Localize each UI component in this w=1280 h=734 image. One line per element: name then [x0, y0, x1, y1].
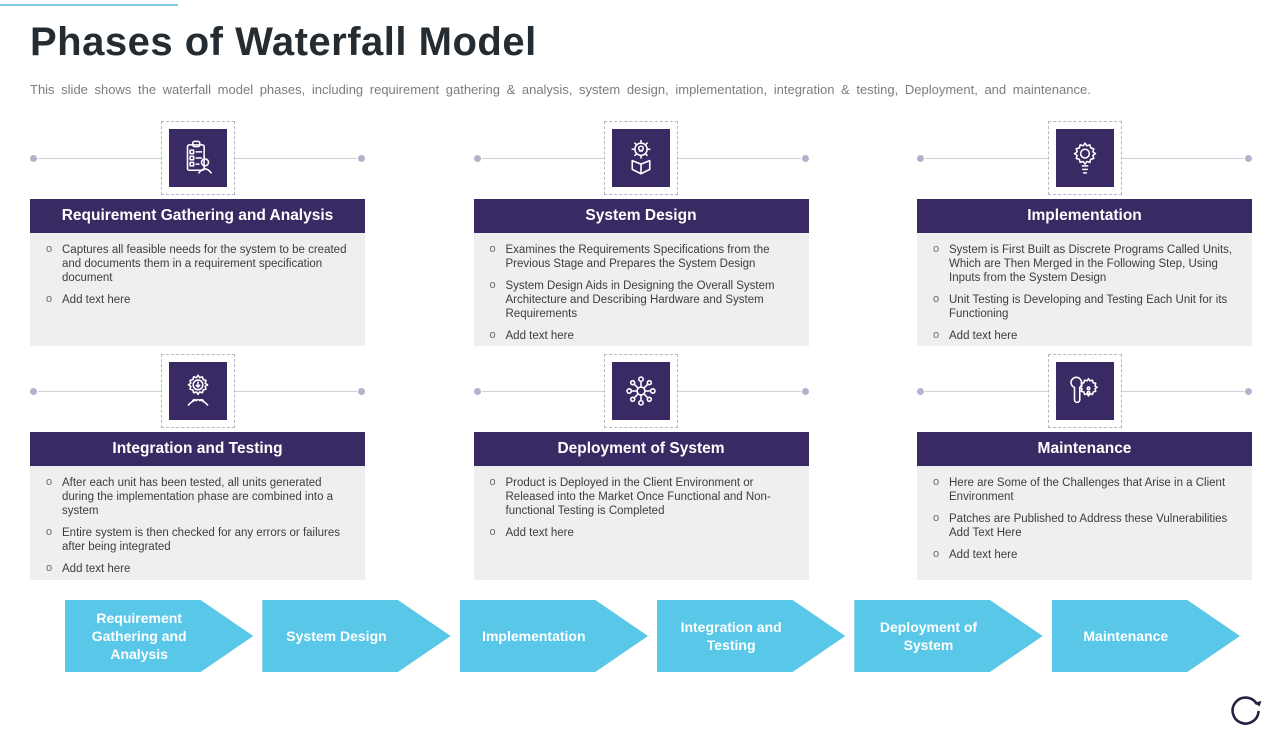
network-hub-icon: [626, 376, 656, 406]
phase-bullet-list: Captures all feasible needs for the syst…: [30, 233, 365, 346]
icon-connector-row: [473, 121, 809, 195]
icon-tile: [612, 129, 670, 187]
bullet-item: Captures all feasible needs for the syst…: [36, 243, 355, 285]
connector-dot: [358, 155, 365, 162]
clipboard-person-icon: [186, 140, 212, 174]
icon-connector-row: [30, 354, 365, 428]
connector-dot: [917, 155, 924, 162]
icon-frame: [1047, 354, 1122, 428]
icon-tile: [1055, 362, 1114, 420]
phase-title: Requirement Gathering and Analysis: [30, 199, 365, 233]
phase-title: Integration and Testing: [30, 432, 365, 466]
icon-tile: [612, 362, 670, 420]
bullet-item: Product is Deployed in the Client Enviro…: [480, 476, 799, 518]
phase-bullet-list: After each unit has been tested, all uni…: [30, 466, 365, 580]
phase-card-maintenance: Maintenance Here are Some of the Challen…: [917, 354, 1252, 580]
connector-dot: [30, 388, 37, 395]
flow-arrow-integration: Integration and Testing: [656, 600, 846, 672]
bulb-gear-icon: [1073, 142, 1096, 174]
phase-title: Maintenance: [917, 432, 1252, 466]
phase-row-2: Integration and Testing After each unit …: [30, 354, 1252, 580]
bullet-item: Examines the Requirements Specifications…: [480, 243, 799, 271]
bullet-item: Entire system is then checked for any er…: [36, 526, 355, 554]
flow-arrow-requirement: Requirement Gathering and Analysis: [65, 600, 254, 672]
phase-title: Deployment of System: [473, 432, 809, 466]
flow-arrow-deployment: Deployment of System: [854, 600, 1043, 672]
connector-dot: [917, 388, 924, 395]
phase-card-system-design: System Design Examines the Requirements …: [473, 121, 809, 346]
icon-tile: [168, 362, 227, 420]
phase-title: Implementation: [917, 199, 1252, 233]
bullet-item: Here are Some of the Challenges that Ari…: [923, 476, 1242, 504]
icon-connector-row: [30, 121, 365, 195]
flow-arrow-bar: Requirement Gathering and Analysis Syste…: [65, 600, 1240, 672]
gear-person-icon: [187, 374, 208, 406]
icon-frame: [604, 121, 678, 195]
phase-bullet-list: System is First Built as Discrete Progra…: [917, 233, 1252, 346]
phase-row-1: Requirement Gathering and Analysis Captu…: [30, 121, 1252, 346]
bullet-item: Patches are Published to Address these V…: [923, 512, 1242, 540]
connector-dot: [358, 388, 365, 395]
connector-dot: [30, 155, 37, 162]
flow-arrow-maintenance: Maintenance: [1051, 600, 1240, 672]
phase-card-implementation: Implementation System is First Built as …: [917, 121, 1252, 346]
icon-tile: [1055, 129, 1114, 187]
phase-grid: Requirement Gathering and Analysis Captu…: [30, 121, 1252, 580]
phase-card-requirement-gathering: Requirement Gathering and Analysis Captu…: [30, 121, 365, 346]
flow-arrow-system-design: System Design: [262, 600, 451, 672]
bullet-item: Add text here: [923, 329, 1242, 343]
bullet-item: System Design Aids in Designing the Over…: [480, 279, 799, 321]
icon-tile: [168, 129, 227, 187]
bullet-item: Add text here: [480, 329, 799, 343]
bullet-item: Add text here: [923, 548, 1242, 562]
page-title: Phases of Waterfall Model: [30, 20, 537, 64]
top-accent-line: [0, 4, 178, 6]
phase-bullet-list: Product is Deployed in the Client Enviro…: [473, 466, 809, 580]
icon-connector-row: [473, 354, 809, 428]
bullet-item: Add text here: [480, 526, 799, 540]
phase-title: System Design: [473, 199, 809, 233]
connector-dot: [473, 388, 481, 395]
connector-dot: [473, 155, 481, 162]
flow-arrow-implementation: Implementation: [459, 600, 648, 672]
connector-dot: [801, 155, 809, 162]
icon-connector-row: [917, 354, 1252, 428]
bullet-item: Add text here: [36, 293, 355, 307]
connector-dot: [801, 388, 809, 395]
bullet-item: Unit Testing is Developing and Testing E…: [923, 293, 1242, 321]
connector-dot: [1245, 388, 1252, 395]
bullet-item: After each unit has been tested, all uni…: [36, 476, 355, 518]
wrench-gear-icon: [1069, 376, 1098, 404]
bullet-item: Add text here: [36, 562, 355, 576]
phase-card-deployment: Deployment of System Product is Deployed…: [473, 354, 809, 580]
gear-box-icon: [631, 139, 651, 175]
bullet-item: System is First Built as Discrete Progra…: [923, 243, 1242, 285]
slide-subtitle: This slide shows the waterfall model pha…: [30, 82, 1091, 97]
refresh-icon: [1228, 693, 1264, 729]
icon-frame: [1047, 121, 1122, 195]
phase-card-integration-testing: Integration and Testing After each unit …: [30, 354, 365, 580]
icon-frame: [604, 354, 678, 428]
phase-bullet-list: Here are Some of the Challenges that Ari…: [917, 466, 1252, 580]
icon-frame: [160, 121, 235, 195]
phase-bullet-list: Examines the Requirements Specifications…: [473, 233, 809, 346]
connector-dot: [1245, 155, 1252, 162]
icon-frame: [160, 354, 235, 428]
icon-connector-row: [917, 121, 1252, 195]
